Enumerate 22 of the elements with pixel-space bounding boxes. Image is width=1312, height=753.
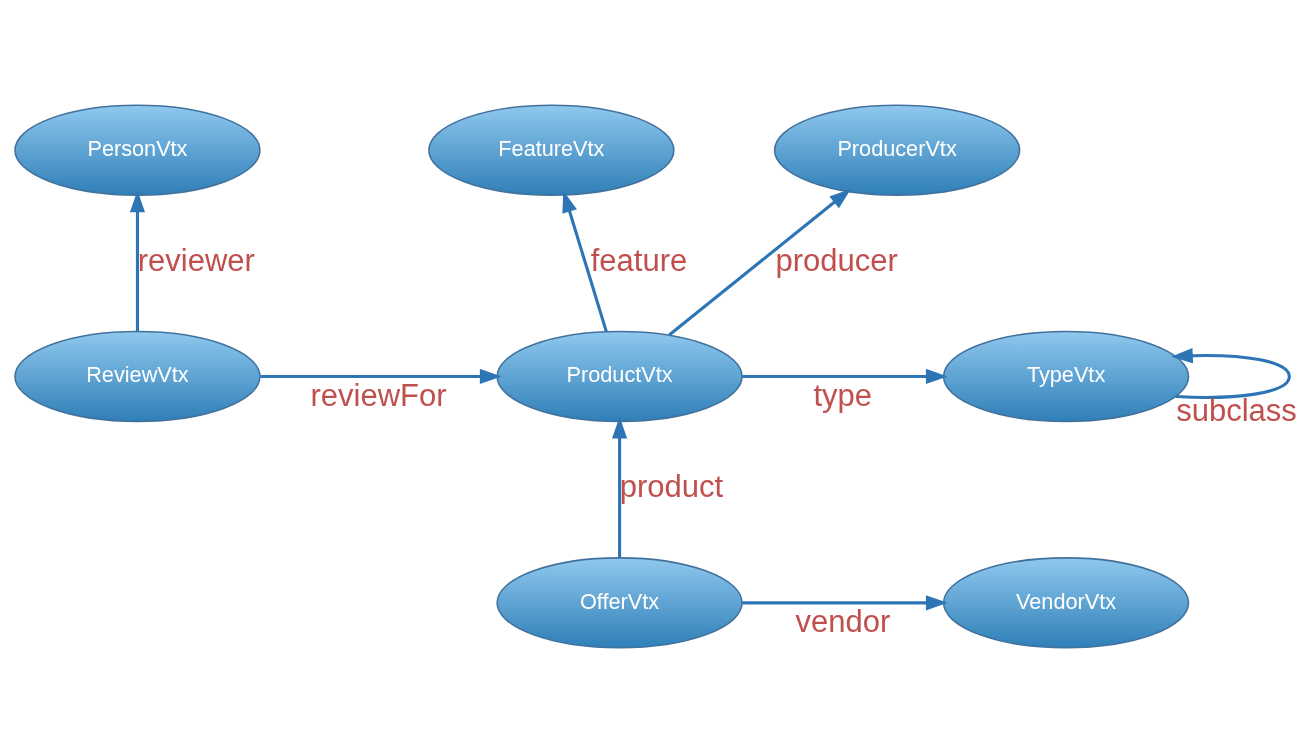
arrow xyxy=(129,190,146,332)
edge-label: reviewFor xyxy=(310,377,447,413)
edge-label: vendor xyxy=(795,604,891,640)
node-ellipse: ReviewVtx xyxy=(14,330,261,423)
arrow xyxy=(742,595,948,611)
arrow xyxy=(1171,348,1291,399)
arrow xyxy=(668,188,852,337)
edge-label: type xyxy=(813,377,873,413)
arrow xyxy=(611,416,628,558)
node-ellipse: PersonVtx xyxy=(14,104,261,196)
node-ellipse: ProducerVtx xyxy=(773,104,1021,196)
node-ellipse: OfferVtx xyxy=(496,557,743,649)
edge-label: feature xyxy=(590,243,688,279)
edge-label: reviewer xyxy=(137,243,255,279)
arrow xyxy=(260,368,502,385)
node-ellipse: FeatureVtx xyxy=(428,104,675,196)
node-ellipse: ProductVtx xyxy=(496,330,743,423)
edge-label: product xyxy=(619,469,724,505)
edge-label: producer xyxy=(775,243,898,279)
arrow xyxy=(562,190,608,332)
node-ellipse: VendorVtx xyxy=(942,557,1190,649)
arrow xyxy=(742,368,948,385)
